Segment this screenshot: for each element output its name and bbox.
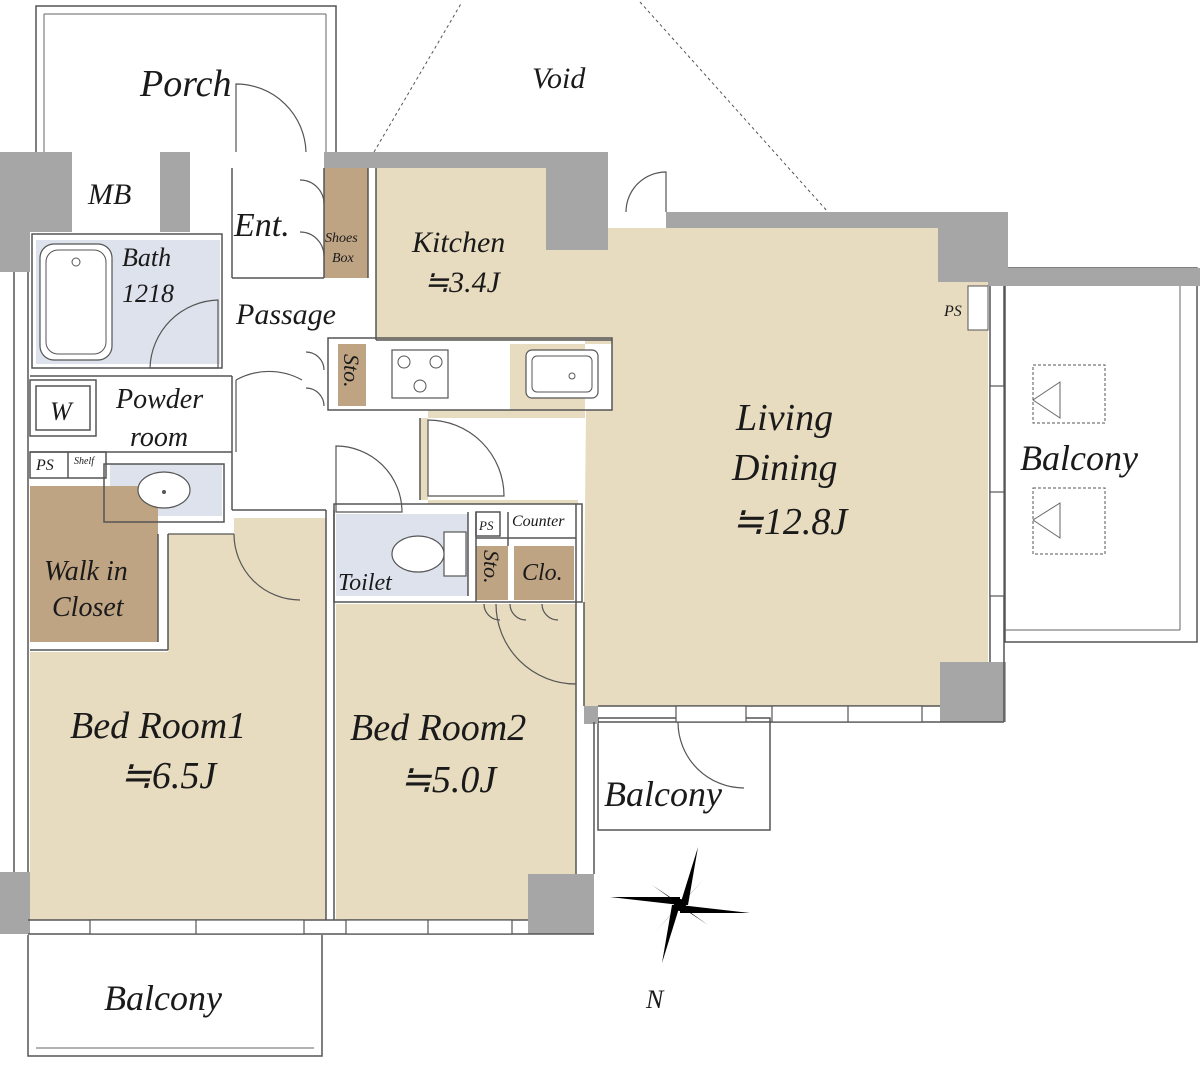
label-bedroom1-size: ≒6.5J xyxy=(120,755,218,797)
porch-area xyxy=(35,5,337,152)
label-counter: Counter xyxy=(512,513,565,530)
label-balcony-southwest: Balcony xyxy=(104,978,222,1018)
label-mb: MB xyxy=(87,178,131,211)
label-closet-small: Clo. xyxy=(522,560,563,586)
label-washer: W xyxy=(50,397,74,426)
void-area xyxy=(373,1,829,213)
label-void: Void xyxy=(532,62,586,95)
label-bath-size: 1218 xyxy=(122,279,174,308)
label-living-size: ≒12.8J xyxy=(732,501,849,543)
label-living-2: Dining xyxy=(731,447,838,489)
label-shoes-box-2: Box xyxy=(332,251,355,266)
label-shoes-box-1: Shoes xyxy=(325,231,358,246)
label-powder-1: Powder xyxy=(115,384,203,415)
label-kitchen: Kitchen xyxy=(411,226,505,259)
balcony-southwest-area xyxy=(27,935,323,1057)
label-balcony-east: Balcony xyxy=(1020,438,1138,478)
kitchen-sink xyxy=(525,349,599,399)
label-bedroom1: Bed Room1 xyxy=(70,705,246,747)
room-fills xyxy=(30,168,988,920)
label-bath: Bath xyxy=(122,243,171,272)
label-storage-toilet: Sto. xyxy=(479,550,504,584)
stove xyxy=(391,349,449,399)
label-living-1: Living xyxy=(735,397,833,439)
walls xyxy=(0,152,1200,934)
label-ps-left: PS xyxy=(35,457,54,474)
toilet-fixture xyxy=(391,531,467,577)
label-kitchen-size: ≒3.4J xyxy=(424,266,502,299)
label-balcony-south: Balcony xyxy=(604,774,722,814)
label-ps-toilet: PS xyxy=(478,518,494,533)
windows xyxy=(89,385,1005,935)
label-entrance: Ent. xyxy=(233,207,290,244)
door-swings xyxy=(149,83,745,789)
label-shelf: Shelf xyxy=(74,456,95,467)
compass-north-label: N xyxy=(645,985,665,1014)
compass-icon xyxy=(610,847,750,963)
label-passage: Passage xyxy=(235,298,336,331)
label-walk-in-1: Walk in xyxy=(44,556,128,587)
label-powder-2: room xyxy=(130,422,188,453)
label-ps-living: PS xyxy=(943,303,962,320)
label-porch: Porch xyxy=(139,63,231,105)
label-toilet: Toilet xyxy=(338,570,393,596)
sink-powder xyxy=(137,471,191,509)
label-walk-in-2: Closet xyxy=(52,592,125,623)
ps-living-box xyxy=(967,285,989,331)
label-bedroom2: Bed Room2 xyxy=(350,707,526,749)
interior-lines xyxy=(13,168,1005,935)
label-storage-kitchen: Sto. xyxy=(339,354,364,388)
bathtub xyxy=(39,243,113,361)
label-bedroom2-size: ≒5.0J xyxy=(400,759,498,801)
